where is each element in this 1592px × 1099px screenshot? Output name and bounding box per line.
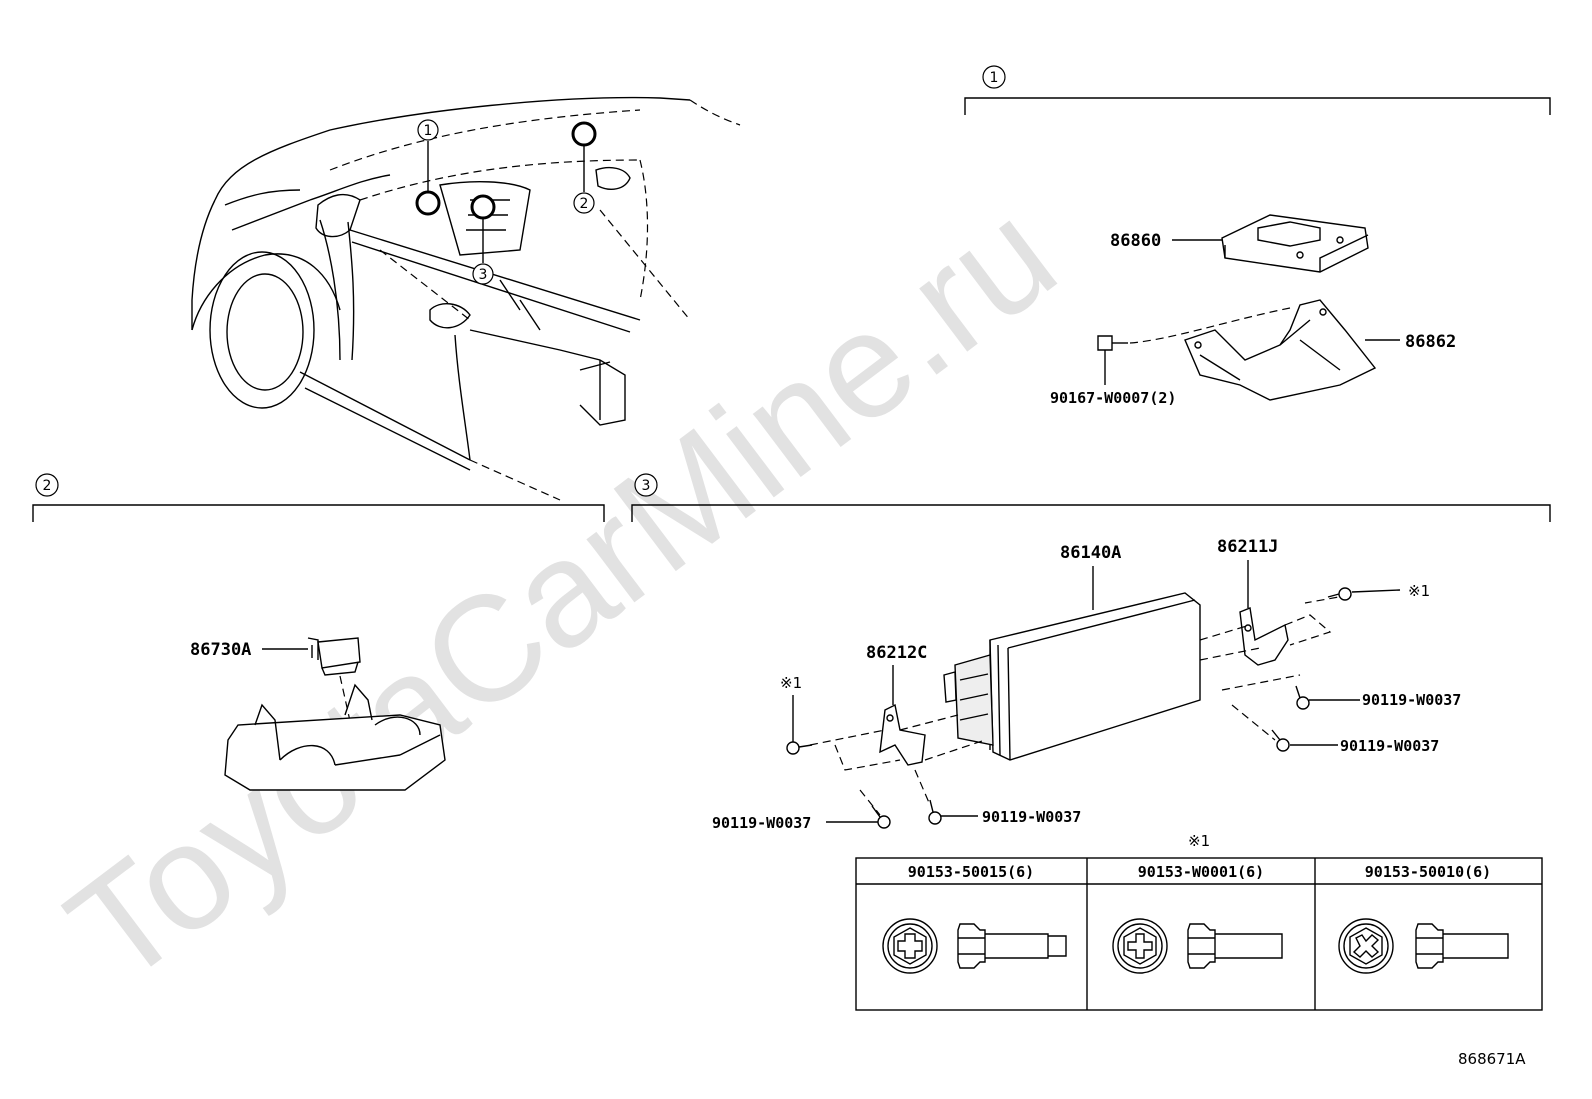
- fastener-col-2-label: 90153-W0001(6): [1138, 863, 1264, 881]
- label-screw-bl: 90119-W0037: [712, 814, 811, 832]
- label-86862: 86862: [1405, 332, 1456, 352]
- section-3-bracket: [631, 504, 1551, 522]
- bolt-90167-icon: [1097, 335, 1128, 351]
- svg-text:3: 3: [642, 478, 651, 494]
- section-1-bracket: [964, 97, 1551, 115]
- label-90167: 90167-W0007(2): [1050, 389, 1176, 407]
- svg-text:2: 2: [43, 478, 52, 494]
- svg-text:3: 3: [479, 267, 488, 283]
- part-86211J-bracket: [1239, 607, 1289, 666]
- section-2: 2 86730A: [32, 473, 605, 791]
- fastener-table-note: ※1: [1188, 832, 1210, 850]
- callout-3-bubble: 3: [472, 263, 494, 285]
- car-interior-overview: 1 2 3: [191, 96, 741, 501]
- label-screw-bm: 90119-W0037: [982, 808, 1081, 826]
- label-86140A: 86140A: [1060, 543, 1121, 563]
- screw-bottom-left-icon: [871, 805, 891, 829]
- fastener-1-head-icon: [882, 918, 938, 974]
- part-86862-bracket: [1184, 299, 1377, 401]
- label-screw-r2: 90119-W0037: [1340, 737, 1439, 755]
- svg-text:1: 1: [990, 70, 999, 86]
- label-screw-r1: 90119-W0037: [1362, 691, 1461, 709]
- section-1: 1 86860 86862 90167-W0007(2): [964, 65, 1551, 407]
- svg-text:1: 1: [424, 123, 433, 139]
- label-86860: 86860: [1110, 231, 1161, 251]
- section-2-bracket: [32, 504, 605, 522]
- fastener-2-side-icon: [1187, 923, 1283, 969]
- note-top-right: ※1: [1408, 582, 1430, 600]
- part-86212C-bracket: [879, 703, 926, 766]
- section-3-marker: 3: [634, 473, 658, 497]
- screw-left-icon: [786, 741, 813, 755]
- fastener-3-side-icon: [1415, 923, 1509, 969]
- fastener-col-3-label: 90153-50010(6): [1365, 863, 1491, 881]
- label-86212C: 86212C: [866, 643, 927, 663]
- section-2-marker: 2: [35, 473, 59, 497]
- diagram-reference: 868671A: [1458, 1050, 1526, 1068]
- fastener-col-1-label: 90153-50015(6): [908, 863, 1034, 881]
- fastener-2-head-icon: [1112, 918, 1168, 974]
- screw-r1-icon: [1295, 685, 1310, 710]
- screw-top-right-icon: [1327, 587, 1352, 601]
- section-3: 3 86140A 86211J 86212C: [631, 473, 1551, 832]
- section-1-marker: 1: [982, 65, 1006, 89]
- svg-text:2: 2: [580, 196, 589, 212]
- callout-2-bubble: 2: [573, 192, 595, 214]
- fastener-table: ※1 90153-50015(6) 90153-W0001(6) 90153-5…: [855, 832, 1543, 1011]
- part-86730A-module: [307, 637, 361, 676]
- screw-r2-icon: [1271, 729, 1290, 752]
- part-86140A-display-unit: [943, 592, 1201, 761]
- label-86211J: 86211J: [1217, 537, 1278, 557]
- callout-1-bubble: 1: [417, 119, 439, 141]
- label-86730A: 86730A: [190, 640, 251, 660]
- screw-bottom-mid-icon: [928, 799, 942, 825]
- fastener-3-head-icon: [1338, 918, 1394, 974]
- overhead-console-housing: [224, 683, 446, 791]
- part-86860-module: [1221, 214, 1369, 273]
- fastener-1-side-icon: [957, 923, 1067, 969]
- note-left: ※1: [780, 674, 802, 692]
